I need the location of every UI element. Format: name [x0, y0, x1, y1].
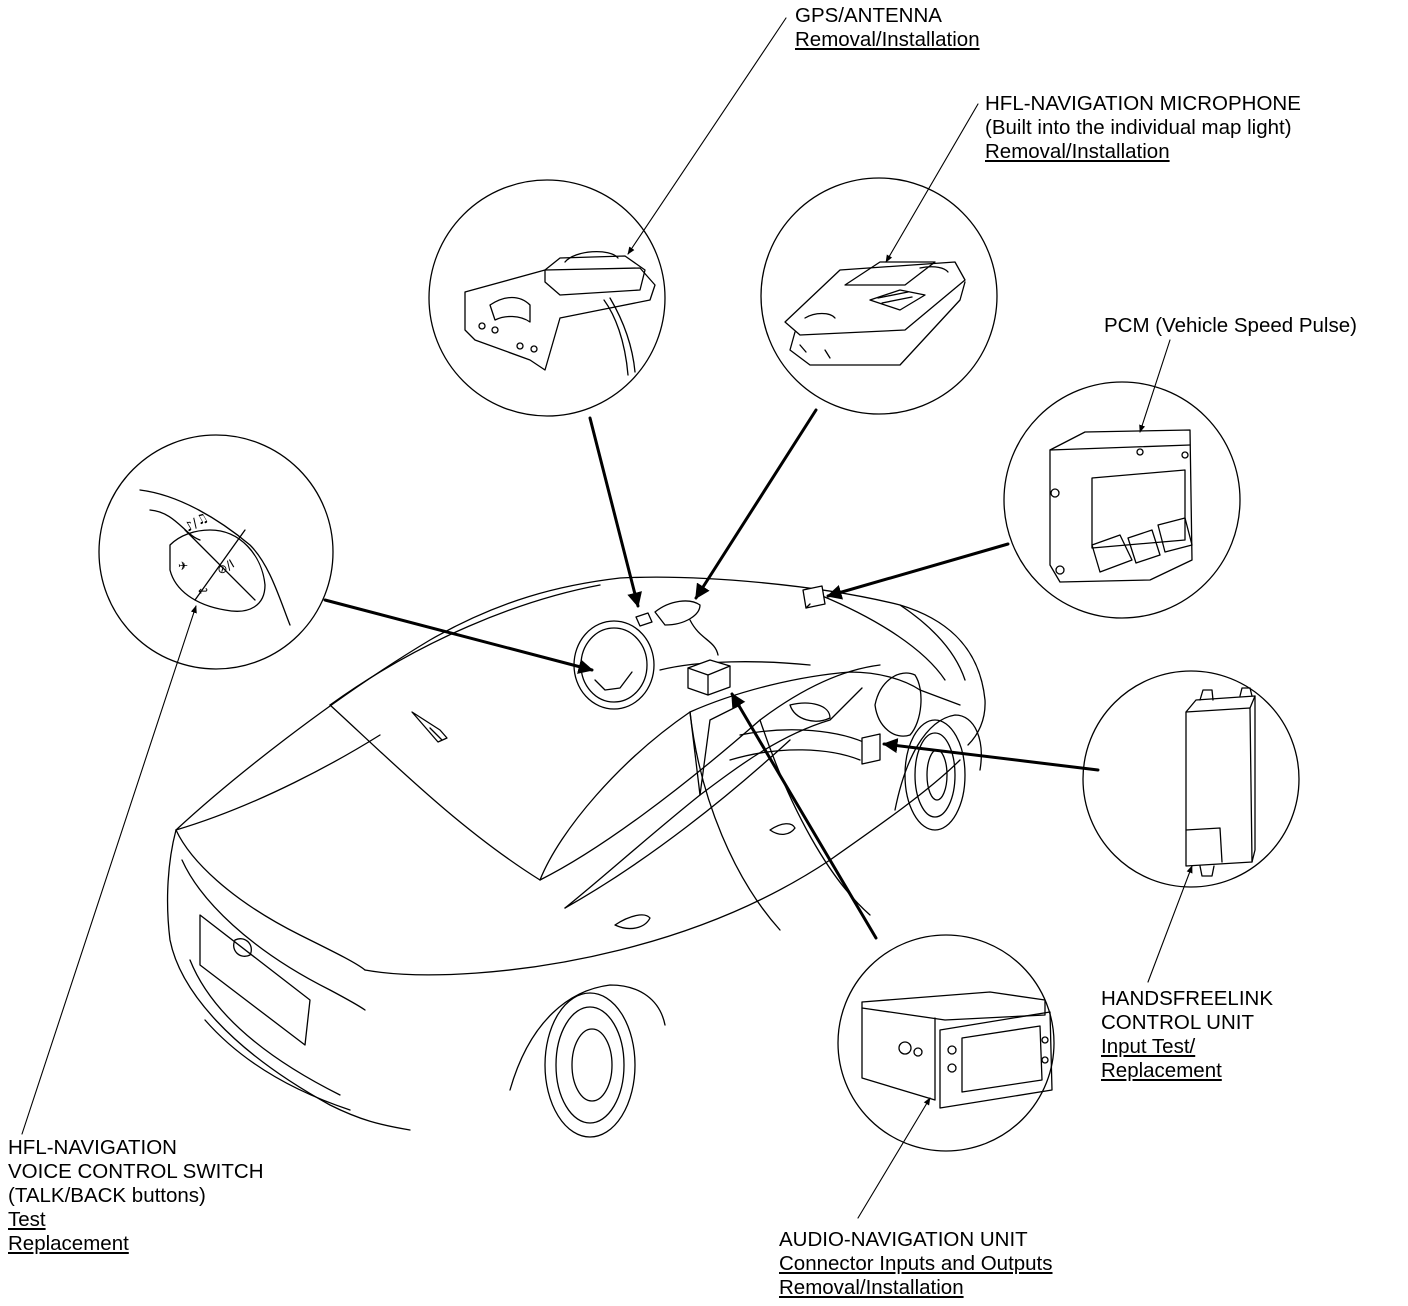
voice-switch-detail-circle: ♪/♫ ⊘/I ✈ ↩: [98, 434, 334, 670]
voice-switch-title-line1: HFL-NAVIGATION: [8, 1136, 177, 1159]
hfl-unit-marker: [861, 733, 881, 765]
svg-text:↩: ↩: [198, 584, 208, 598]
handsfreelink-unit-label: HANDSFREELINK CONTROL UNIT Input Test/ R…: [1101, 987, 1273, 1083]
voice-switch-replacement-link[interactable]: Replacement: [8, 1232, 129, 1255]
audio-navigation-label: AUDIO-NAVIGATION UNIT Connector Inputs a…: [779, 1228, 1053, 1300]
gps-antenna-marker: [635, 612, 653, 627]
gps-removal-installation-link[interactable]: Removal/Installation: [795, 28, 980, 51]
pcm-detail-circle: [1003, 381, 1241, 619]
gps-antenna-title: GPS/ANTENNA: [795, 4, 942, 27]
microphone-label: HFL-NAVIGATION MICROPHONE (Built into th…: [985, 92, 1301, 164]
audio-removal-installation-link[interactable]: Removal/Installation: [779, 1276, 964, 1299]
microphone-title: HFL-NAVIGATION MICROPHONE: [985, 92, 1301, 115]
voice-switch-label: HFL-NAVIGATION VOICE CONTROL SWITCH (TAL…: [8, 1136, 264, 1256]
audio-connector-io-link[interactable]: Connector Inputs and Outputs: [779, 1252, 1053, 1275]
pcm-label: PCM (Vehicle Speed Pulse): [1104, 314, 1357, 338]
handsfreelink-title-line2: CONTROL UNIT: [1101, 1011, 1254, 1034]
handsfreelink-input-test-link[interactable]: Input Test/: [1101, 1035, 1196, 1058]
svg-text:✈: ✈: [178, 559, 188, 573]
audio-nav-detail-circle: [837, 934, 1055, 1152]
audio-navigation-title: AUDIO-NAVIGATION UNIT: [779, 1228, 1028, 1251]
pointer-arrows: [323, 408, 1100, 940]
map-light-marker: [654, 600, 719, 656]
audio-nav-marker: [687, 659, 731, 696]
handsfreelink-replacement-link[interactable]: Replacement: [1101, 1059, 1222, 1082]
gps-antenna-label: GPS/ANTENNA Removal/Installation: [795, 4, 980, 52]
handsfreelink-title-line1: HANDSFREELINK: [1101, 987, 1274, 1010]
gps-detail-circle: [428, 179, 666, 417]
voice-switch-test-link[interactable]: Test: [8, 1208, 46, 1231]
voice-switch-note: (TALK/BACK buttons): [8, 1184, 206, 1207]
leader-lines: [21, 17, 1193, 1219]
microphone-detail-circle: [760, 177, 998, 415]
pcm-title: PCM (Vehicle Speed Pulse): [1104, 314, 1357, 337]
pcm-marker: [802, 585, 826, 609]
car-outline: [166, 576, 986, 1138]
microphone-removal-installation-link[interactable]: Removal/Installation: [985, 140, 1170, 163]
hfl-unit-detail-circle: [1082, 670, 1300, 888]
microphone-note: (Built into the individual map light): [985, 116, 1292, 139]
voice-switch-title-line2: VOICE CONTROL SWITCH: [8, 1160, 264, 1183]
